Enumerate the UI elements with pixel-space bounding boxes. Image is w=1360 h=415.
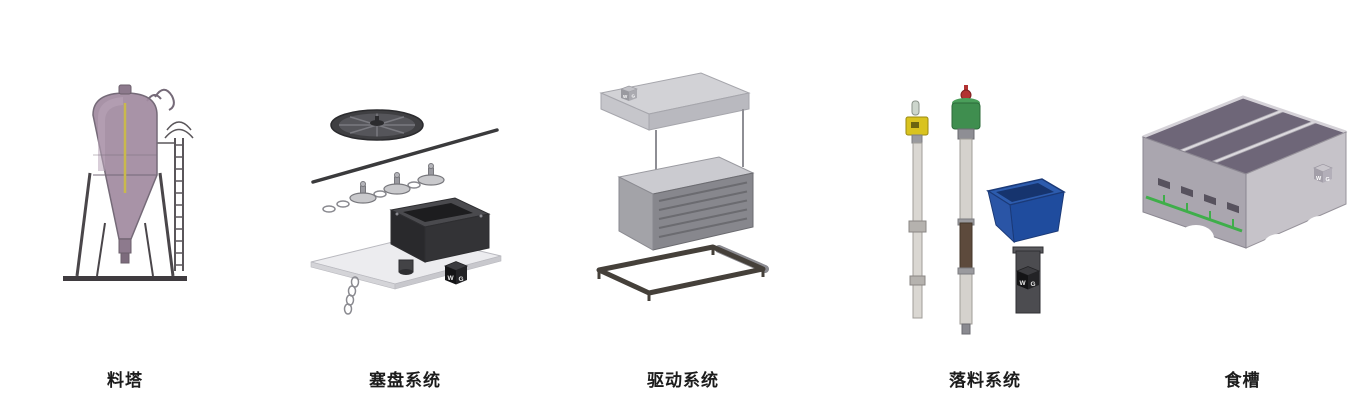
feed-disc [330,109,424,141]
disc-system-illustration: W G [305,90,505,335]
logo-letter-g: G [459,276,464,283]
silo-ladder [157,121,194,271]
wg-logo-cube: W G [1312,163,1333,183]
logo-letter-g: G [1325,177,1329,183]
leg-cutouts [1177,216,1336,262]
drive-motor [951,102,981,130]
product-card-drive-system[interactable]: W G [578,0,788,415]
feed-trough-illustration: W G [1128,52,1358,272]
product-label-drive-system: 驱动系统 [647,371,719,390]
product-card-disc-system[interactable]: W G 塞盘系统 [300,0,510,415]
logo-letter-g: G [632,94,636,99]
drop-system-illustration: W G [866,73,1104,343]
logo-letter-w: W [1316,176,1322,182]
product-label-disc-system: 塞盘系统 [369,371,441,390]
logo-letter-w: W [1020,280,1027,287]
product-label-feed-trough: 食槽 [1224,371,1261,390]
product-label-drop-system: 落料系统 [949,371,1021,390]
drive-body [617,156,755,251]
drive-system-illustration: W G [571,65,795,315]
silo-body [92,84,158,264]
feed-chain [322,163,445,213]
drop-tube: W G [1012,246,1044,314]
feeder-box [389,197,491,263]
logo-letter-w: W [623,94,628,99]
top-cover: W G [599,72,751,131]
product-card-feed-silo[interactable]: 料塔 [20,0,230,415]
silo-legs [75,172,175,277]
wg-logo-cube: W G [443,261,469,285]
base-frame [596,244,769,301]
feed-gates [1144,178,1243,233]
wg-logo-slab: W G [620,85,638,101]
feed-silo-illustration [35,43,215,293]
trough-body: W G [1141,95,1347,262]
hanging-chain [343,276,360,315]
product-card-feed-trough[interactable]: W G 食槽 [1125,0,1360,415]
outlet-pipe [398,259,414,275]
product-label-feed-silo: 料塔 [107,371,143,390]
silo-base [63,276,187,281]
product-card-drop-system[interactable]: W G 落料系统 [880,0,1090,415]
auger-tube [951,85,981,335]
logo-letter-g: G [1031,281,1036,288]
logo-letter-w: W [448,275,455,282]
feed-rod [311,128,499,184]
feed-hopper [986,178,1066,244]
sensor-tube [905,100,929,319]
wg-logo-cube: W G [1015,266,1041,290]
